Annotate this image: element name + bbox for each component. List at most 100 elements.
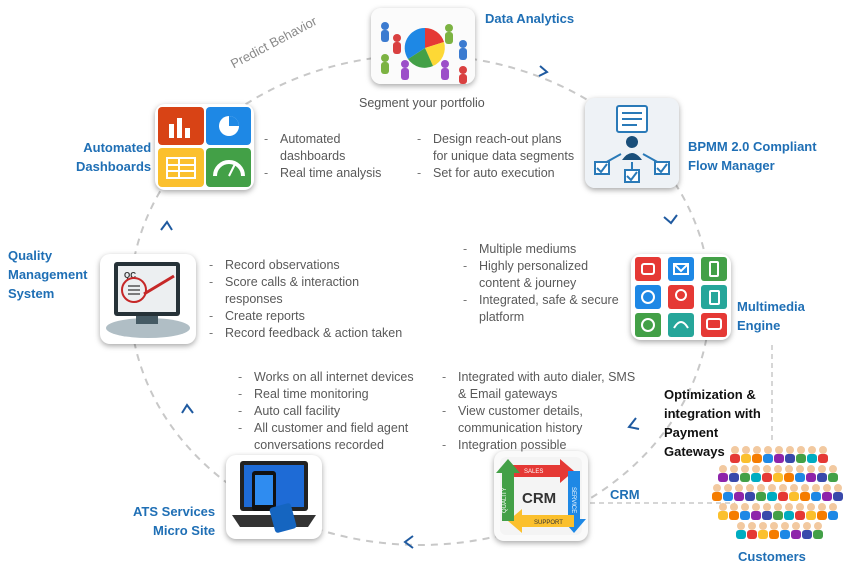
ats-bullets: Works on all internet devices Real time …	[236, 369, 414, 454]
arrow-chevron	[403, 535, 414, 549]
bullet-text: platform	[479, 310, 525, 324]
customer-avatar-body	[817, 473, 827, 482]
customer-avatar-head	[801, 484, 809, 492]
dashboards-title: Automated Dashboards	[76, 138, 151, 176]
qms-title-line: Quality	[8, 248, 53, 263]
customer-avatar-head	[786, 446, 794, 454]
bullet-text: for unique data segments	[433, 149, 575, 163]
customer-avatar-body	[751, 473, 761, 482]
arrow-chevron	[538, 65, 549, 77]
customer-avatar-head	[819, 446, 827, 454]
multimedia-title: Multimedia Engine	[737, 297, 805, 335]
customer-avatar-head	[752, 465, 760, 473]
arrow-chevron	[663, 214, 678, 225]
bpmm-flow-icon	[585, 98, 679, 188]
customer-avatar-head	[774, 465, 782, 473]
customer-avatar-body	[730, 454, 740, 463]
customer-avatar-head	[757, 484, 765, 492]
customer-avatar-head	[823, 484, 831, 492]
dashboards-icon	[155, 104, 254, 190]
data-analytics-title: Data Analytics	[485, 11, 575, 26]
bullet-item: Integration possible	[440, 437, 635, 454]
customer-avatar-body	[762, 511, 772, 520]
bullet-text: & Email gateways	[458, 387, 558, 401]
customer-avatar-head	[818, 503, 826, 511]
customer-avatar-head	[814, 522, 822, 530]
optimization-line: Payment	[664, 425, 719, 440]
qc-label: QC	[124, 271, 136, 280]
customer-avatar-head	[730, 503, 738, 511]
bullet-item: Integrated with auto dialer, SMS& Email …	[440, 369, 635, 403]
customer-avatar-head	[753, 446, 761, 454]
customer-avatar-body	[806, 511, 816, 520]
customer-avatar-head	[834, 484, 842, 492]
qms-title: Quality Management System	[8, 246, 87, 303]
multimedia-title-line: Engine	[737, 318, 781, 333]
crm-icon: SALES SERVICE SUPPORT QUALITY CRM	[494, 451, 588, 541]
customer-avatar-head	[829, 465, 837, 473]
bpmm-title-line: Flow Manager	[688, 158, 775, 173]
crm-service-label: SERVICE	[570, 487, 576, 513]
optimization-title: Optimization & integration with Payment …	[664, 385, 761, 461]
customer-avatar-body	[817, 511, 827, 520]
customer-avatar-head	[748, 522, 756, 530]
customer-avatar-head	[807, 465, 815, 473]
bullet-text: dashboards	[280, 149, 346, 163]
customer-avatar-head	[713, 484, 721, 492]
bullet-text: conversations recorded	[254, 438, 384, 452]
crm-center-label: CRM	[522, 490, 556, 507]
customer-avatar-head	[796, 465, 804, 473]
customer-avatar-body	[811, 492, 821, 501]
customer-avatar-body	[784, 511, 794, 520]
customer-avatar-body	[756, 492, 766, 501]
customer-avatar-body	[741, 454, 751, 463]
bullet-item: Record feedback & action taken	[207, 325, 402, 342]
customer-avatar-body	[791, 530, 801, 539]
customer-avatar-head	[775, 446, 783, 454]
customer-avatar-body	[780, 530, 790, 539]
customer-avatar-body	[822, 492, 832, 501]
customer-avatar-head	[730, 465, 738, 473]
dashboards-title-line: Dashboards	[76, 159, 152, 174]
customer-avatar-head	[781, 522, 789, 530]
customer-avatar-body	[785, 454, 795, 463]
customer-avatar-head	[759, 522, 767, 530]
bullet-text: content & journey	[479, 276, 577, 290]
customer-avatar-body	[789, 492, 799, 501]
customer-avatar-head	[812, 484, 820, 492]
customer-avatar-head	[807, 503, 815, 511]
bullet-item: Record observations	[207, 257, 402, 274]
customer-avatar-head	[829, 503, 837, 511]
customer-avatar-head	[768, 484, 776, 492]
customer-avatar-body	[773, 473, 783, 482]
customers-title: Customers	[738, 549, 806, 564]
bullet-item: Create reports	[207, 308, 402, 325]
customer-avatar-head	[764, 446, 772, 454]
customer-avatar-body	[828, 511, 838, 520]
bullet-text: responses	[225, 292, 283, 306]
customer-avatar-head	[731, 446, 739, 454]
bpmm-title-line: BPMM 2.0 Compliant	[688, 139, 817, 154]
crm-title: CRM	[610, 487, 640, 502]
customer-avatar-body	[718, 473, 728, 482]
customer-avatar-head	[785, 465, 793, 473]
multimedia-engine-icon	[631, 254, 731, 340]
crm-support-label: SUPPORT	[534, 520, 563, 526]
customer-avatar-body	[813, 530, 823, 539]
bullet-text: Design reach-out plans	[433, 132, 562, 146]
ats-title-line: Micro Site	[153, 523, 216, 538]
customer-avatar-head	[763, 465, 771, 473]
customer-avatar-body	[734, 492, 744, 501]
customer-avatar-body	[796, 454, 806, 463]
customer-avatar-head	[752, 503, 760, 511]
customer-avatar-body	[767, 492, 777, 501]
customer-avatar-head	[763, 503, 771, 511]
customer-avatar-head	[742, 446, 750, 454]
customer-avatar-head	[774, 503, 782, 511]
arrow-chevron	[181, 403, 194, 414]
